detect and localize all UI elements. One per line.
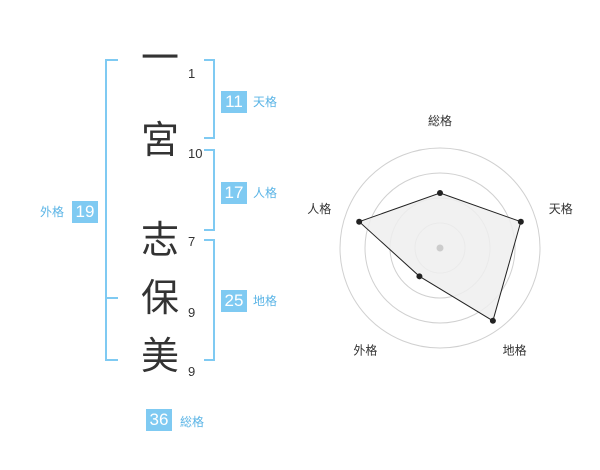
radar-axis-label-5: 人格 (307, 201, 331, 216)
jinkaku-value: 17 (221, 182, 247, 204)
jinkaku-bracket (204, 149, 215, 231)
stroke-count-5: 9 (188, 364, 196, 379)
chikaku-bracket (204, 239, 215, 361)
radar-point-1 (437, 190, 443, 196)
radar-point-5 (356, 218, 363, 225)
tenkaku-bracket (204, 59, 215, 139)
radar-axis-label-3: 地格 (503, 343, 527, 358)
gaikaku-label: 外格 (40, 205, 65, 219)
jinkaku-label: 人格 (253, 186, 278, 200)
name-char-5: 美 (140, 334, 179, 378)
radar-ring-3 (364, 172, 516, 324)
gaikaku-bracket (105, 59, 118, 361)
radar-point-4 (416, 273, 423, 280)
name-char-1: 一 (140, 36, 179, 80)
stroke-count-2: 10 (188, 146, 203, 161)
radar-center-dot (436, 244, 444, 252)
soukaku-value: 36 (146, 409, 172, 431)
radar-points (356, 190, 524, 324)
stroke-count-3: 7 (188, 234, 196, 249)
name-char-4: 保 (140, 276, 179, 320)
name-char-2: 宮 (140, 118, 179, 162)
radar-ring-4 (339, 147, 541, 349)
soukaku-label: 総格 (180, 415, 205, 429)
stroke-count-1: 1 (188, 66, 196, 81)
gaikaku-value: 19 (72, 201, 98, 223)
chikaku-value: 25 (221, 290, 247, 312)
radar-axis-label-1: 総格 (428, 113, 452, 128)
stroke-count-4: 9 (188, 305, 196, 320)
chikaku-label: 地格 (253, 294, 278, 308)
radar-axis-label-2: 天格 (549, 201, 573, 216)
radar-polygon (358, 192, 522, 322)
radar-point-2 (517, 218, 524, 225)
tenkaku-label: 天格 (253, 95, 278, 109)
radar-point-3 (489, 317, 496, 324)
tenkaku-value: 11 (221, 91, 247, 113)
radar-axis-label-4: 外格 (353, 343, 377, 358)
name-char-3: 志 (140, 218, 179, 262)
